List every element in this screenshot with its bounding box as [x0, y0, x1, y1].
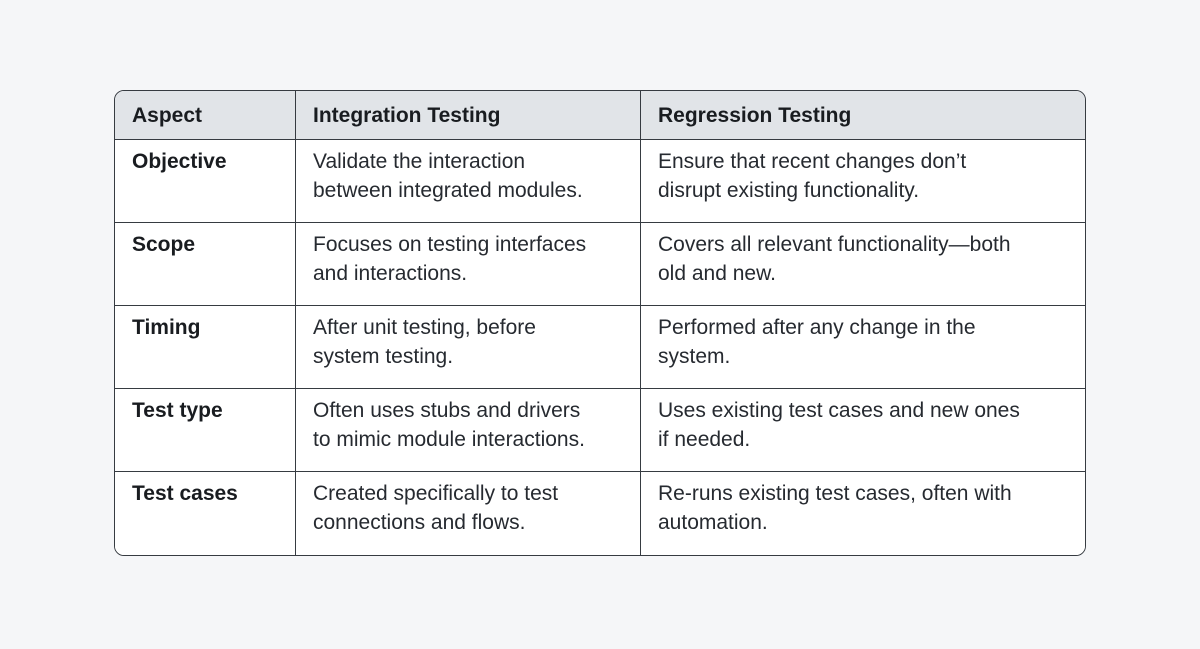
- cell-aspect: Test cases: [115, 472, 296, 555]
- cell-regression: Ensure that recent changes don’t disrupt…: [641, 140, 1085, 223]
- cell-integration: After unit testing, before system testin…: [296, 306, 641, 389]
- header-cell-regression-testing: Regression Testing: [641, 91, 1085, 140]
- cell-integration: Created specifically to test connections…: [296, 472, 641, 555]
- cell-integration: Validate the interaction between integra…: [296, 140, 641, 223]
- table-row: Objective Validate the interaction betwe…: [115, 140, 1085, 223]
- cell-regression: Re-runs existing test cases, often with …: [641, 472, 1085, 555]
- table-header-row: Aspect Integration Testing Regression Te…: [115, 91, 1085, 140]
- cell-regression: Performed after any change in the system…: [641, 306, 1085, 389]
- table-row: Test cases Created specifically to test …: [115, 472, 1085, 555]
- testing-comparison-table: Aspect Integration Testing Regression Te…: [115, 91, 1085, 555]
- cell-regression: Covers all relevant functionality—both o…: [641, 223, 1085, 306]
- cell-aspect: Test type: [115, 389, 296, 472]
- comparison-table: Aspect Integration Testing Regression Te…: [114, 90, 1086, 556]
- header-cell-integration-testing: Integration Testing: [296, 91, 641, 140]
- cell-integration: Focuses on testing interfaces and intera…: [296, 223, 641, 306]
- cell-regression: Uses existing test cases and new ones if…: [641, 389, 1085, 472]
- cell-aspect: Objective: [115, 140, 296, 223]
- table-row: Test type Often uses stubs and drivers t…: [115, 389, 1085, 472]
- cell-aspect: Scope: [115, 223, 296, 306]
- cell-aspect: Timing: [115, 306, 296, 389]
- header-cell-aspect: Aspect: [115, 91, 296, 140]
- cell-integration: Often uses stubs and drivers to mimic mo…: [296, 389, 641, 472]
- table-row: Timing After unit testing, before system…: [115, 306, 1085, 389]
- table-row: Scope Focuses on testing interfaces and …: [115, 223, 1085, 306]
